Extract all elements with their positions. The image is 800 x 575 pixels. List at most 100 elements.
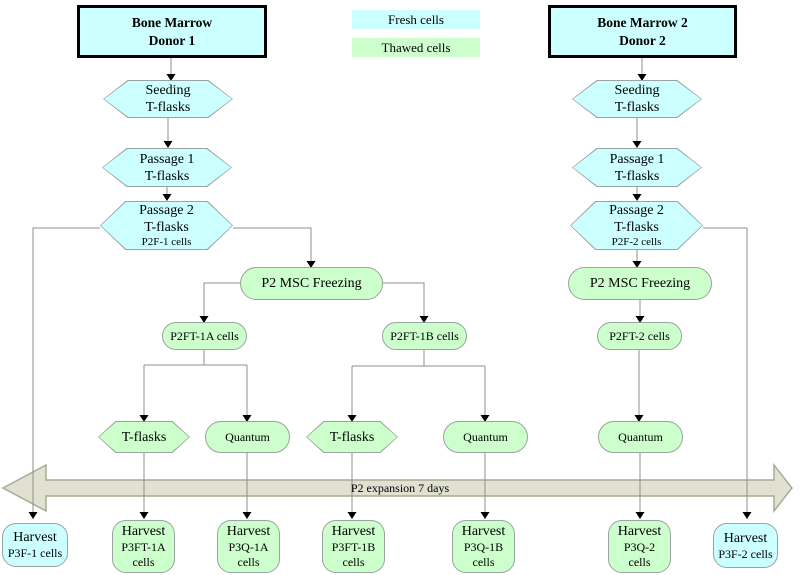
- connector-bm2-seeding: [637, 58, 647, 81]
- connector-freezing1-p2ft1b: [383, 282, 429, 323]
- connector-p2ft1b-branch: [347, 350, 490, 422]
- node-harvest-p3ft-1a: Harvest P3FT-1A cells: [112, 520, 175, 573]
- node-harvest-p3q-2: Harvest P3Q-2 cells: [608, 520, 671, 573]
- label-line: Harvest: [461, 524, 506, 539]
- timeline-label: P2 expansion 7 days: [350, 481, 450, 495]
- label-line: cells: [342, 555, 365, 569]
- node-harvest-p3ft-1b: Harvest P3FT-1B cells: [322, 520, 385, 573]
- label-line: P2 MSC Freezing: [261, 276, 362, 291]
- label-subline: P2F-1 cells: [141, 236, 192, 248]
- connector-passage1-passage2-d1: [162, 187, 172, 201]
- label-line: cells: [472, 555, 495, 569]
- label-line: P3F-2 cells: [718, 546, 773, 561]
- connector-passage2-freezing-d2: [632, 250, 642, 268]
- connector-freezing2-p2ft2: [635, 300, 645, 323]
- node-p2ft-1b-cells: P2FT-1B cells: [382, 322, 467, 350]
- label-line: Harvest: [13, 530, 57, 545]
- label-line: P3Q-2: [623, 540, 656, 554]
- node-passage1-tflasks-d2: Passage 1 T-flasks: [572, 148, 702, 187]
- hexagon-fill: [103, 149, 231, 186]
- label-line: Quantum: [618, 429, 663, 444]
- legend-fresh-label: Fresh cells: [388, 11, 444, 27]
- label-line: T-flasks: [145, 100, 191, 115]
- connector-passage2-freezing-d1: [233, 227, 316, 268]
- label-line: P2FT-1A cells: [170, 328, 239, 343]
- connector-seeding1-passage1: [163, 118, 173, 148]
- hexagon-fill: [307, 422, 397, 452]
- connector-quantum2-harvest: [635, 453, 645, 519]
- label-line: Quantum: [463, 429, 508, 444]
- label-line: Quantum: [225, 429, 270, 444]
- label-line: Bone Marrow 2: [597, 14, 688, 30]
- connector-passage2-harvest-p3f1: [28, 227, 100, 519]
- timeline-arrow-band: [1, 462, 793, 514]
- hexagon-fill: [99, 422, 189, 452]
- label-line: Bone Marrow: [131, 14, 213, 30]
- connector-passage1-passage2-d2: [632, 187, 642, 201]
- node-bone-marrow-donor-1: Bone Marrow Donor 1: [77, 5, 267, 58]
- label-line: P2FT-1B cells: [390, 328, 459, 343]
- label-line: T-flasks: [121, 429, 167, 445]
- label-line: Donor 2: [619, 32, 666, 48]
- label-line: T-flasks: [614, 168, 660, 184]
- node-seeding-tflasks-d1: Seeding T-flasks: [103, 80, 233, 118]
- label-line: Harvest: [226, 524, 271, 539]
- node-quantum-1a: Quantum: [205, 421, 290, 453]
- label-subline: P2F-2 cells: [611, 236, 662, 248]
- label-line: P3Q-1A: [228, 540, 269, 554]
- node-harvest-p3f-2: Harvest P3F-2 cells: [713, 523, 778, 568]
- node-harvest-p3f-1: Harvest P3F-1 cells: [2, 523, 68, 567]
- connector-tflasks1a-harvest: [139, 453, 149, 519]
- node-p2ft-2-cells: P2FT-2 cells: [597, 322, 682, 350]
- label-line: cells: [237, 555, 260, 569]
- connector-seeding2-passage1: [632, 118, 642, 148]
- hexagon-fill: [104, 81, 232, 117]
- label-line: Passage 1: [139, 151, 195, 167]
- label-line: T-flasks: [144, 220, 189, 235]
- label-line: T-flasks: [144, 168, 190, 184]
- label-line: P3FT-1B: [331, 540, 376, 554]
- label-line: Seeding: [614, 83, 660, 98]
- connector-quantum1a-harvest: [242, 453, 252, 519]
- node-passage2-tflasks-d2: Passage 2 T-flasks P2F-2 cells: [570, 201, 703, 250]
- node-p2ft-1a-cells: P2FT-1A cells: [162, 322, 247, 350]
- legend-thawed-cells: Thawed cells: [352, 38, 480, 57]
- label-line: P3FT-1A: [121, 540, 166, 554]
- label-line: T-flasks: [614, 220, 659, 235]
- label-line: Harvest: [121, 524, 166, 539]
- node-passage1-tflasks-d1: Passage 1 T-flasks: [102, 148, 232, 187]
- label-line: cells: [628, 555, 651, 569]
- label-line: Passage 2: [609, 203, 664, 218]
- node-tflasks-1a: T-flasks: [98, 421, 190, 453]
- connector-p2ft2-quantum2: [634, 350, 644, 422]
- connector-tflasks1b-harvest: [347, 453, 357, 519]
- hexagon-fill: [571, 202, 702, 249]
- label-line: P2FT-2 cells: [609, 328, 670, 343]
- node-tflasks-1b: T-flasks: [306, 421, 398, 453]
- label-line: Harvest: [723, 530, 768, 546]
- node-harvest-p3q-1b: Harvest P3Q-1B cells: [452, 520, 515, 573]
- node-p2-msc-freezing-d1: P2 MSC Freezing: [240, 267, 383, 300]
- label-line: Seeding: [145, 83, 191, 98]
- node-p2-msc-freezing-d2: P2 MSC Freezing: [568, 267, 712, 300]
- label-line: Donor 1: [148, 32, 196, 48]
- label-line: P3Q-1B: [463, 540, 504, 554]
- connector-p2ft1a-branch: [139, 350, 252, 422]
- node-seeding-tflasks-d2: Seeding T-flasks: [572, 80, 702, 118]
- label-line: P3F-1 cells: [7, 546, 63, 560]
- node-quantum-2: Quantum: [598, 421, 683, 453]
- connector-passage2-harvest-p3f2: [703, 227, 752, 519]
- legend-fresh-cells: Fresh cells: [352, 10, 480, 29]
- label-line: Harvest: [617, 524, 662, 539]
- connector-quantum1b-harvest: [480, 453, 490, 519]
- label-line: T-flasks: [329, 429, 375, 445]
- connector-freezing1-p2ft1a: [199, 282, 240, 323]
- label-line: Passage 2: [139, 203, 194, 218]
- node-passage2-tflasks-d1: Passage 2 T-flasks P2F-1 cells: [100, 201, 233, 250]
- label-line: P2 MSC Freezing: [589, 276, 691, 291]
- label-line: Passage 1: [609, 151, 665, 167]
- label-line: Harvest: [331, 524, 376, 539]
- hexagon-fill: [573, 149, 701, 186]
